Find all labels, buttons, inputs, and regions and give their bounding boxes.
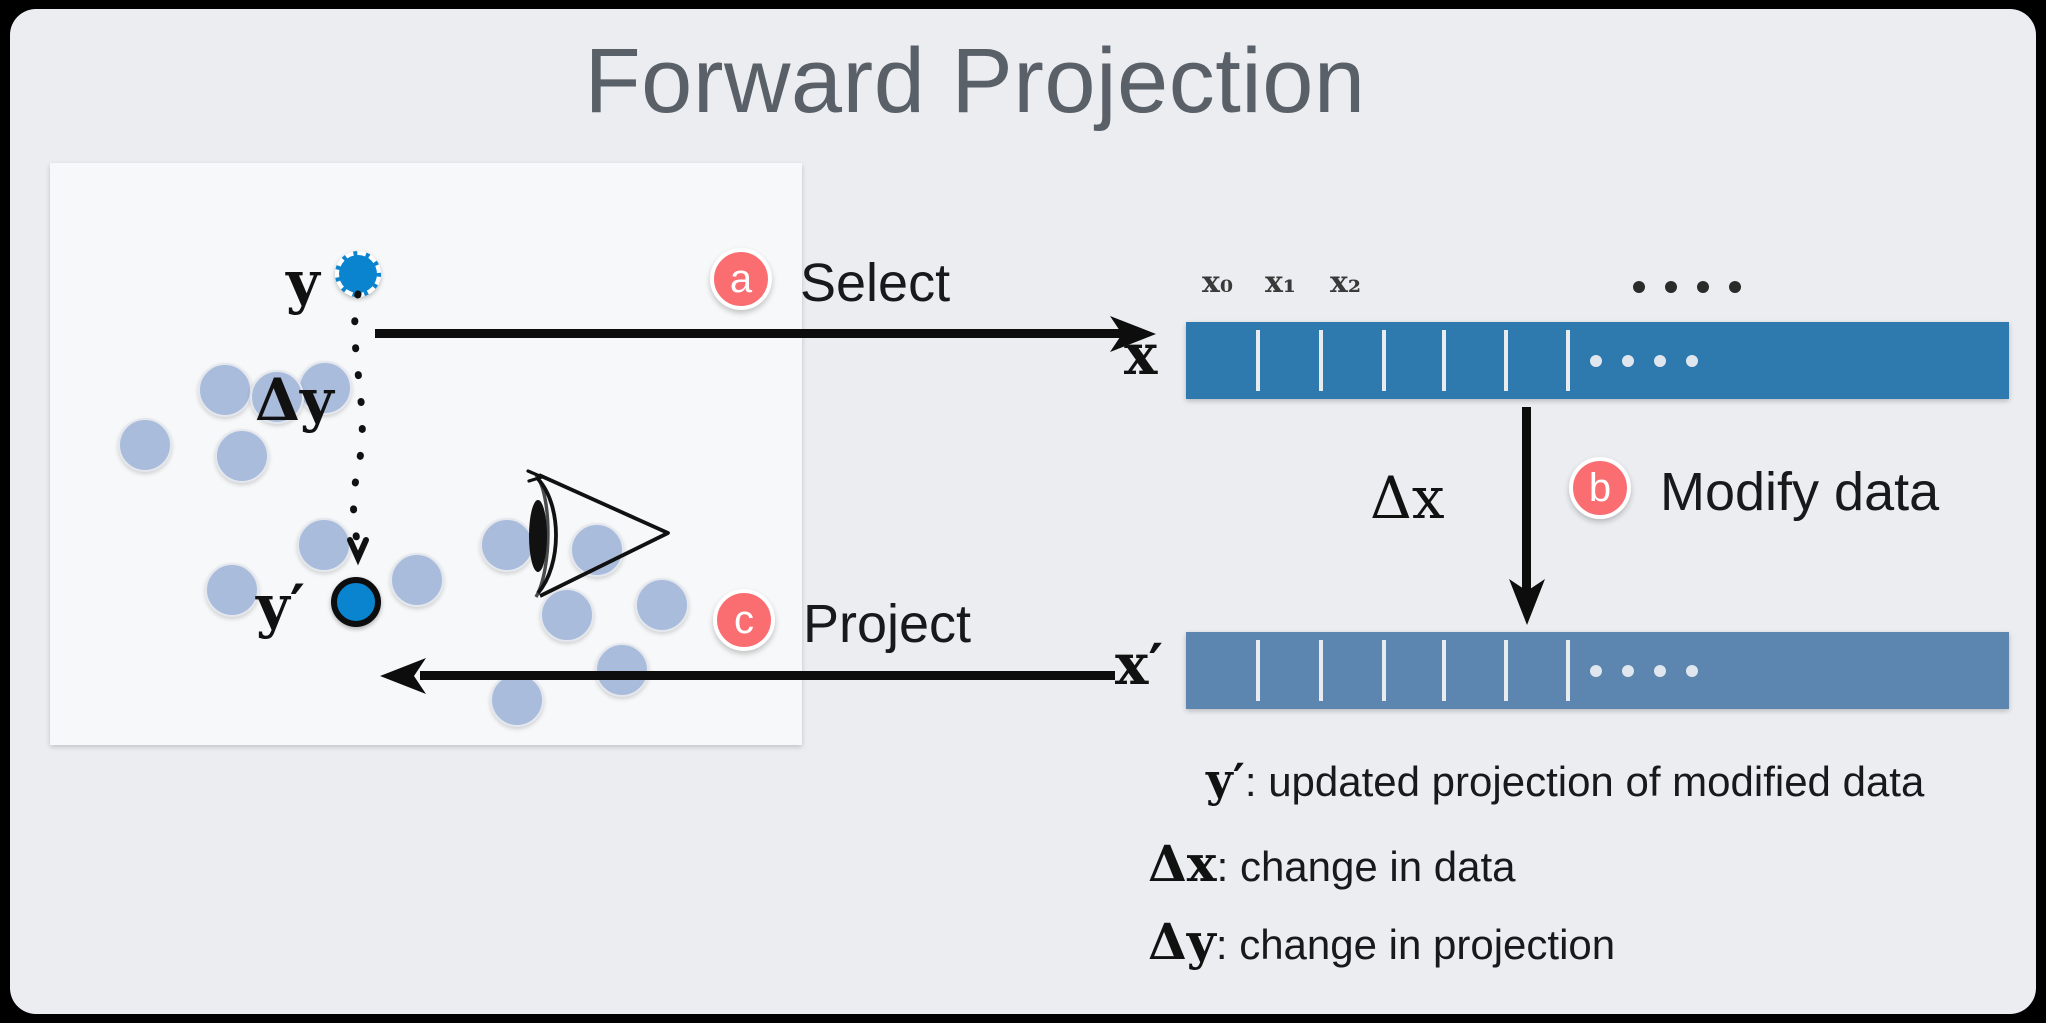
vector-cell-divider xyxy=(1256,640,1260,701)
legend-item-delta-y: Δy : change in projection xyxy=(1148,912,1615,971)
arrow-project-head xyxy=(380,658,426,694)
step-label-select: Select xyxy=(800,253,951,313)
selected-point-y[interactable] xyxy=(335,251,381,297)
vector-cell-divider xyxy=(1442,330,1446,391)
scatter-point[interactable] xyxy=(490,673,544,727)
legend-text: : change in projection xyxy=(1215,921,1616,968)
vector-x-prime-ellipsis-inside xyxy=(1590,665,1698,677)
scatter-point[interactable] xyxy=(118,418,172,472)
scatter-point[interactable] xyxy=(205,563,259,617)
projected-point-y-prime[interactable] xyxy=(331,577,381,627)
legend-symbol: y′ xyxy=(1206,753,1245,807)
legend-text: : change in data xyxy=(1216,843,1516,890)
vector-x-prime-label: x′ xyxy=(1115,632,1164,698)
vector-x-label: x xyxy=(1124,322,1158,388)
scatter-point[interactable] xyxy=(198,363,252,417)
badge-step-b[interactable]: b xyxy=(1569,457,1631,519)
vector-cell-divider xyxy=(1566,330,1570,391)
vector-cell-divider xyxy=(1319,330,1323,391)
arrow-project-shaft xyxy=(420,671,1115,680)
vector-x-bar[interactable] xyxy=(1186,322,2009,399)
vector-x-ellipsis-above xyxy=(1633,281,1741,293)
step-label-modify-data: Modify data xyxy=(1660,462,1940,522)
vector-x-ellipsis-inside xyxy=(1590,355,1698,367)
vector-cell-divider xyxy=(1319,640,1323,701)
arrow-modify-shaft xyxy=(1522,407,1531,592)
vector-cell-divider xyxy=(1504,640,1508,701)
vector-cell-label-x2: x₂ xyxy=(1330,265,1362,300)
arrow-select-head xyxy=(1110,316,1156,352)
scatter-point[interactable] xyxy=(635,578,689,632)
vector-cell-label-x1: x₁ xyxy=(1265,265,1297,300)
delta-x-symbol: Δx xyxy=(1370,464,1445,532)
vector-cell-label-x0: x₀ xyxy=(1202,265,1234,300)
label-y-prime: y′ xyxy=(256,572,305,640)
scatter-point[interactable] xyxy=(390,553,444,607)
page-title: Forward Projection xyxy=(584,30,1366,132)
badge-step-c[interactable]: c xyxy=(713,589,775,651)
legend-text: : updated projection of modified data xyxy=(1244,758,1925,805)
legend-item-delta-x: Δx : change in data xyxy=(1148,834,1516,893)
dotted-delta-path xyxy=(347,290,369,566)
scatter-point[interactable] xyxy=(215,429,269,483)
projection-scatter-panel: y Δy y′ xyxy=(50,163,802,745)
scatter-point[interactable] xyxy=(595,643,649,697)
eye-icon xyxy=(526,469,670,598)
legend-symbol: Δy xyxy=(1148,912,1216,971)
vector-cell-divider xyxy=(1382,640,1386,701)
vector-cell-divider xyxy=(1382,330,1386,391)
slide-card: Forward Projection y Δy xyxy=(10,9,2036,1014)
vector-cell-divider xyxy=(1566,640,1570,701)
scatter-point[interactable] xyxy=(297,518,351,572)
arrow-select-shaft xyxy=(375,329,1122,338)
vector-cell-divider xyxy=(1504,330,1508,391)
label-delta-x: Δx xyxy=(1370,469,1445,527)
legend-item-y-prime: y′ : updated projection of modified data xyxy=(1206,753,1924,807)
vector-x-prime-bar[interactable] xyxy=(1186,632,2009,709)
label-y: y xyxy=(286,248,320,316)
step-label-project: Project xyxy=(803,594,972,654)
scatter-point[interactable] xyxy=(540,588,594,642)
arrow-modify-head xyxy=(1509,579,1545,625)
legend-symbol: Δx xyxy=(1148,834,1217,893)
vector-cell-divider xyxy=(1442,640,1446,701)
scatter-point[interactable] xyxy=(480,518,534,572)
vector-cell-divider xyxy=(1256,330,1260,391)
badge-step-a[interactable]: a xyxy=(710,248,772,310)
scatter-point[interactable] xyxy=(250,370,304,424)
label-delta-y: Δy xyxy=(255,366,334,434)
